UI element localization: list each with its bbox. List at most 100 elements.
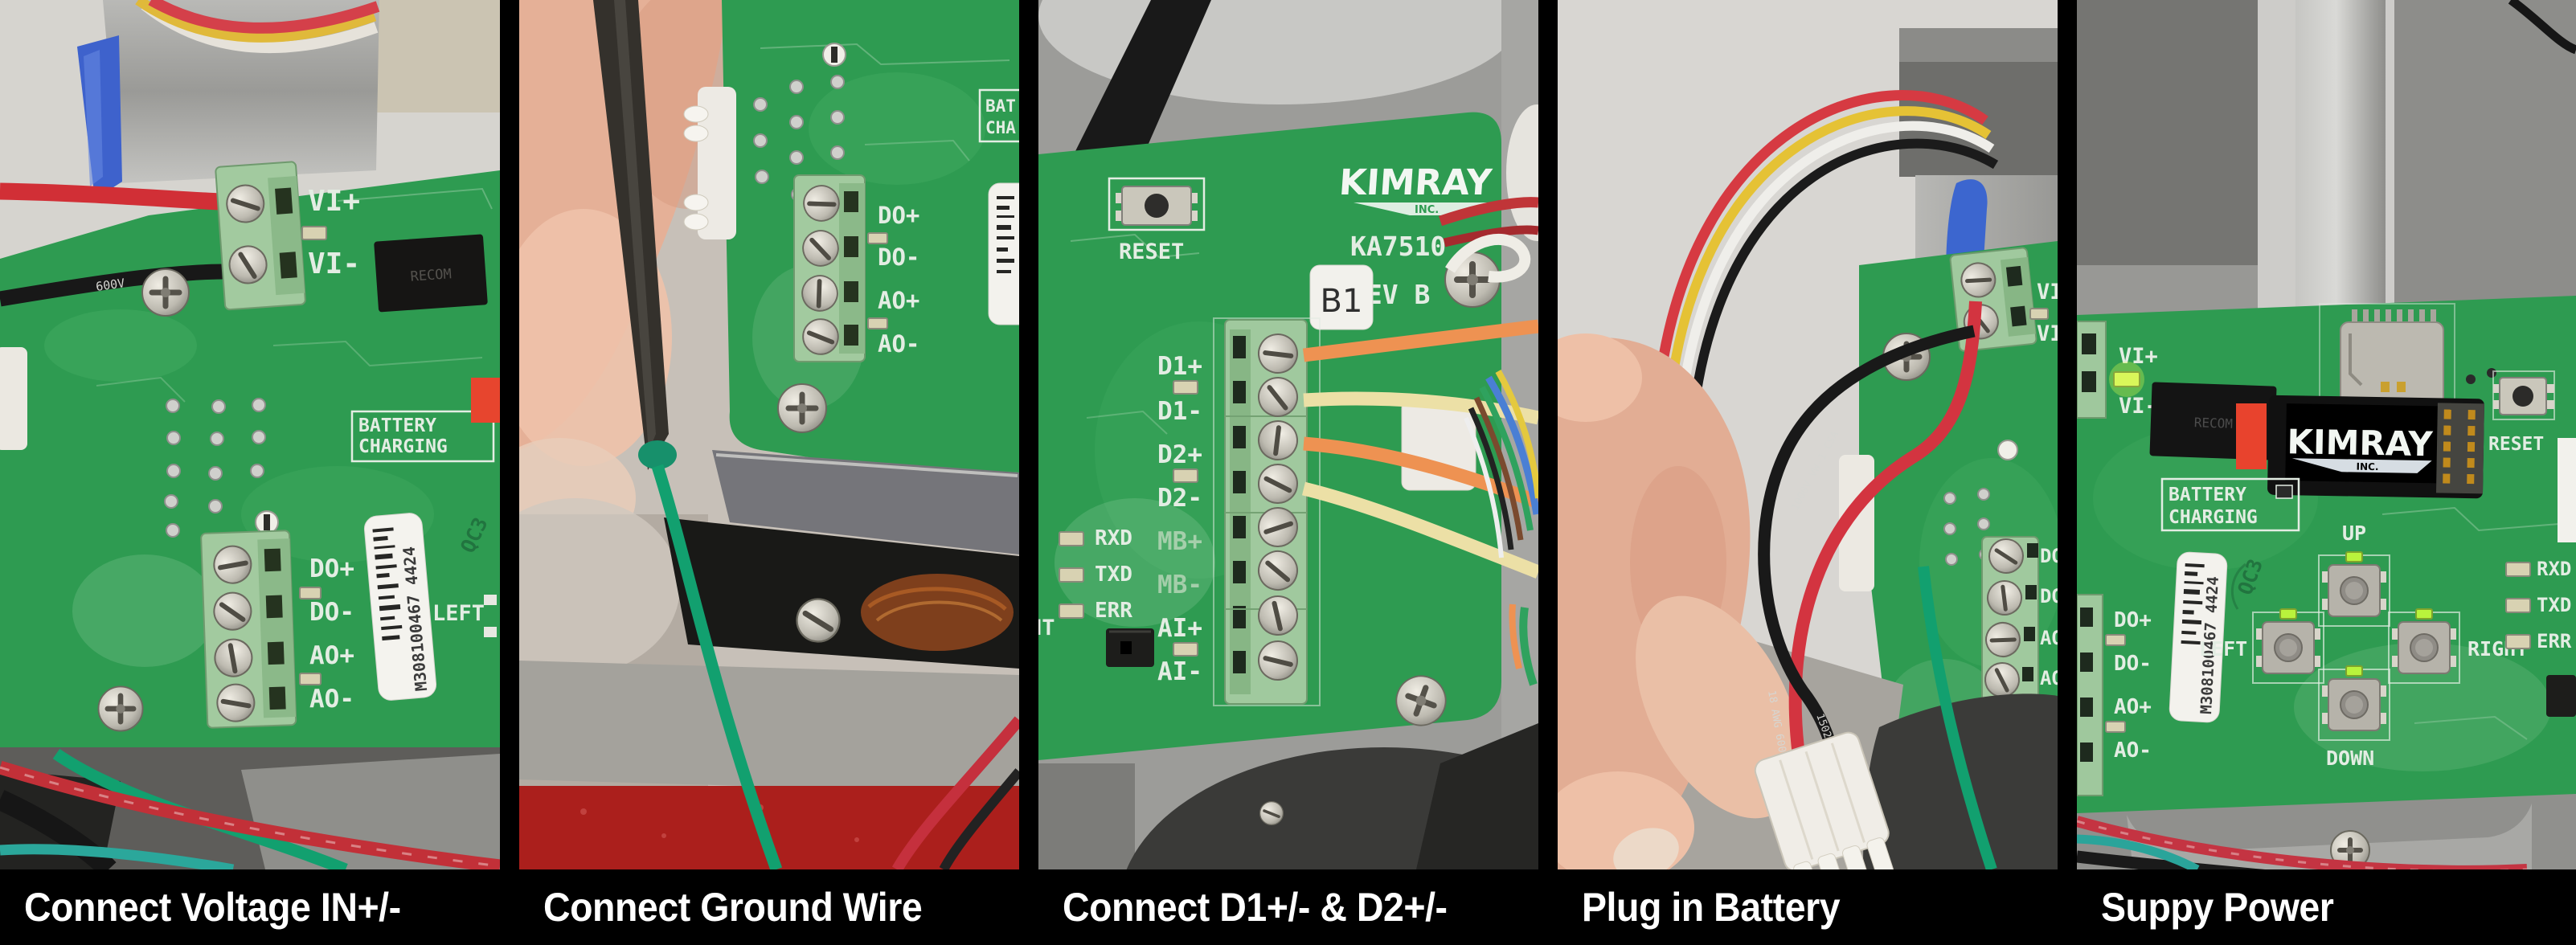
photo-d1-d2: RESET KIMRAY INC. KA7510 REV B B1 — [1038, 0, 1538, 869]
ao-led — [867, 317, 888, 329]
svg-text:CHARGING: CHARGING — [358, 436, 448, 457]
step-caption-1: Connect Voltage IN+/- — [0, 869, 500, 945]
cream-wire-d2-minus — [1301, 481, 1538, 579]
gray-plate — [519, 661, 1019, 794]
svg-text:BATTERY: BATTERY — [358, 415, 436, 436]
do-ao-terminal-partial — [2077, 594, 2103, 796]
d1-led — [1173, 380, 1198, 395]
do-minus-label: DO- — [2114, 652, 2152, 676]
solder-joints — [164, 398, 266, 538]
battery-connector — [1754, 731, 1894, 869]
vi-led-lit — [2113, 371, 2140, 387]
io-terminal-block — [1224, 319, 1308, 705]
step-panel-1: 600V VI+ VI- RECOM — [0, 0, 500, 945]
teal-wire-bottom — [2077, 834, 2200, 869]
rxd-label: RXD — [1095, 526, 1132, 550]
err-label: ERR — [2537, 630, 2572, 652]
do-minus-label-partial: DO- — [2040, 585, 2058, 608]
vi-led — [301, 226, 327, 240]
screwdriver — [593, 0, 677, 470]
ao-plus-label-partial: AO+ — [2040, 627, 2058, 649]
b1-label: B1 — [1321, 283, 1363, 320]
ao-minus-label-partial: AO- — [2040, 667, 2058, 689]
serial-sticker-partial — [988, 182, 1019, 325]
metal-block-top — [1899, 28, 2058, 62]
status-leds: RXD TXD ERR — [1059, 526, 1132, 623]
do-ao-terminal-partial — [1978, 537, 2039, 714]
white-bundle-wire — [1673, 121, 1995, 439]
orange-wire-corner — [1509, 603, 1522, 669]
caption-text-1: Connect Voltage IN+/- — [24, 885, 401, 930]
do-ao-terminal-block — [793, 174, 866, 362]
d2-plus-label: D2+ — [1157, 440, 1202, 469]
d2-minus-label: D2- — [1157, 484, 1202, 513]
gray-block-left-base — [2077, 265, 2258, 317]
step-caption-4: Plug in Battery — [1558, 869, 2058, 945]
gray-block-left — [2077, 0, 2258, 317]
vi-terminal-block — [215, 161, 306, 311]
gray-block-right — [2394, 0, 2576, 313]
green-ground-wire — [1918, 566, 1997, 869]
connector-pin — [1866, 837, 1894, 869]
vi-plus-label: VI+ — [308, 185, 360, 218]
ao-minus-label: AO- — [878, 330, 919, 358]
step-panel-4: VI+ VI- DO+ DO- AO+ AO- — [1558, 0, 2058, 945]
serial-sticker: M308100467 4424 — [2169, 551, 2228, 723]
vi-minus-label: VI- — [308, 248, 360, 280]
up-label: UP — [2342, 522, 2366, 545]
via — [2466, 374, 2476, 384]
step-caption-5: Suppy Power — [2077, 869, 2576, 945]
down-label: DOWN — [2326, 747, 2374, 770]
svg-text:CHARGING: CHARGING — [2169, 507, 2258, 528]
photo-ground-wire: BAT CHA DO+ DO- AO+ — [519, 0, 1019, 869]
red-battery-wire — [1788, 301, 1982, 756]
black-bundle-wire — [1685, 138, 1999, 447]
model-label: KA7510 — [1350, 231, 1446, 262]
red-wire-print — [0, 766, 500, 868]
recom-chip: RECOM — [374, 234, 488, 313]
chip-label: RECOM — [410, 266, 452, 285]
step-panel-5: VI+ VI- RECOM — [2077, 0, 2576, 945]
ao-plus-label: AO+ — [2114, 695, 2152, 719]
caption-text-2: Connect Ground Wire — [543, 885, 923, 930]
oled-display: KIMRAY INC. — [2267, 395, 2484, 499]
multicolor-bundle — [1464, 370, 1538, 558]
photo-voltage-in: 600V VI+ VI- RECOM — [0, 0, 500, 869]
do-plus-label: DO+ — [309, 554, 354, 583]
right-label-partial: HT — [1038, 616, 1055, 640]
green-ground-wire — [651, 464, 783, 869]
photo-plug-battery: VI+ VI- DO+ DO- AO+ AO- — [1558, 0, 2058, 869]
terminal-silk-outline — [1213, 317, 1321, 706]
metal-disc-edge — [712, 450, 1019, 554]
ai-plus-label: AI+ — [1157, 614, 1202, 643]
ai-led — [1173, 642, 1198, 657]
edge-connector-white — [0, 347, 27, 450]
vi-plus-label: VI+ — [2037, 280, 2058, 305]
battery-charging-silkscreen: BATTERY CHARGING — [2160, 477, 2300, 532]
disc-highlight — [715, 453, 1018, 477]
vi-led — [2029, 308, 2049, 320]
metal-pole — [2295, 0, 2386, 346]
connector-pin — [1817, 853, 1845, 869]
dark-wire-corner — [939, 768, 1019, 869]
brand-sub-label: INC. — [1415, 204, 1439, 216]
reset-label: RESET — [2488, 434, 2544, 455]
red-wire-top — [1438, 197, 1538, 227]
pad — [484, 595, 497, 605]
yellow-wire — [135, 0, 377, 43]
step-caption-3: Connect D1+/- & D2+/- — [1038, 869, 1538, 945]
battery-charging-silkscreen-partial: BAT CHA — [978, 88, 1019, 143]
teal-wire-bottom — [0, 844, 235, 869]
vi-minus-label: VI- — [2037, 321, 2058, 346]
do-led — [867, 232, 888, 244]
red-wire-top-2 — [1443, 225, 1538, 248]
black-wire-top — [2508, 0, 2576, 55]
screw — [1258, 800, 1285, 827]
do-ao-terminal-block — [200, 530, 297, 729]
connector-pin — [1793, 861, 1820, 869]
jumper-block — [2546, 675, 2576, 717]
ao-minus-label: AO- — [309, 685, 354, 714]
microsd-slot — [2340, 309, 2444, 419]
vi-plus-label: VI+ — [2119, 344, 2158, 369]
